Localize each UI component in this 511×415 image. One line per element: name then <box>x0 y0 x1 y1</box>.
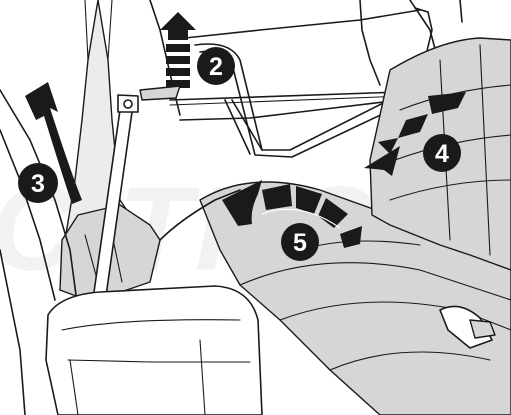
svg-text:2: 2 <box>209 53 223 81</box>
callout-5: 5 <box>281 223 319 261</box>
front-seat <box>46 286 262 415</box>
svg-text:5: 5 <box>293 229 307 257</box>
callout-4: 4 <box>423 134 461 172</box>
arrow-step-2 <box>140 12 196 100</box>
callout-2: 2 <box>197 47 235 85</box>
svg-text:4: 4 <box>435 140 449 168</box>
callout-3: 3 <box>18 163 58 203</box>
svg-text:3: 3 <box>31 170 45 198</box>
